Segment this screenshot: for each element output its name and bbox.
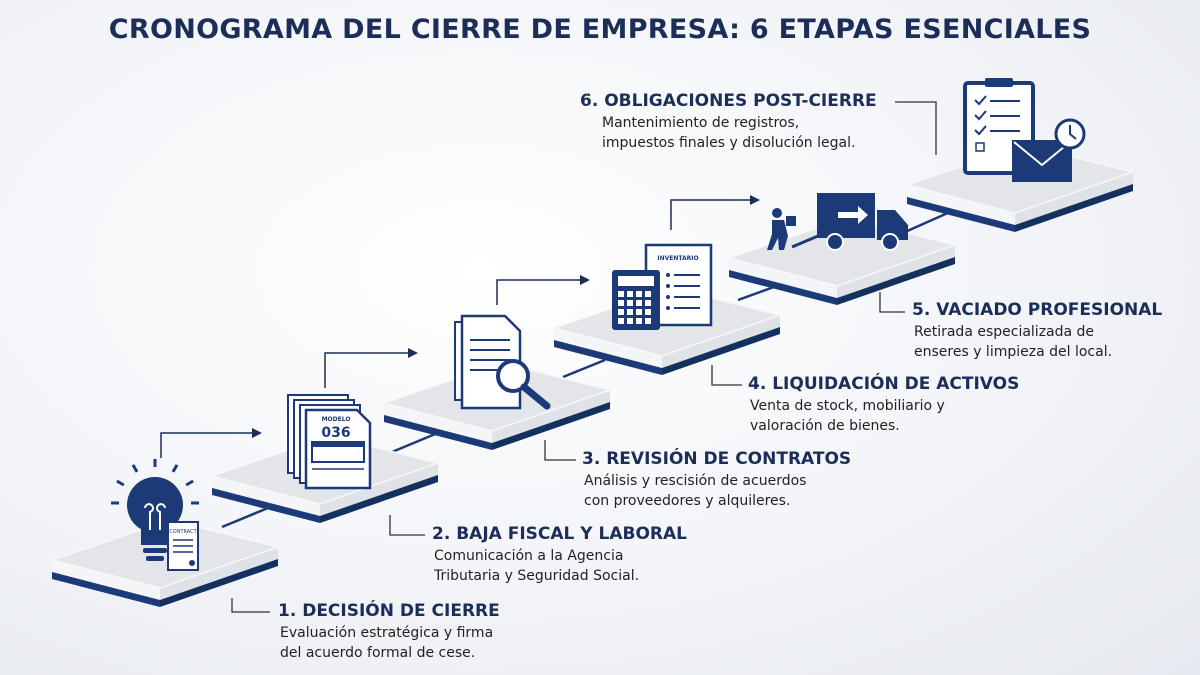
platform-connector-5 [904, 210, 951, 234]
step-4-desc-line2: valoración de bienes. [750, 418, 900, 434]
label-connector-3 [544, 440, 576, 461]
step-4-heading: 4. LIQUIDACIÓN DE ACTIVOS [748, 374, 1020, 394]
step-3-desc-line1: Análisis y rescisión de acuerdos [584, 473, 807, 489]
step-2-label: 2. BAJA FISCAL Y LABORAL Comunicación a … [432, 524, 687, 586]
step-2-desc-line2: Tributaria y Seguridad Social. [434, 568, 640, 584]
moving-truck-icon [767, 193, 908, 251]
step-6-desc-line1: Mantenimiento de registros, [602, 115, 800, 131]
label-connector-4 [711, 365, 742, 386]
step-2-heading: 2. BAJA FISCAL Y LABORAL [432, 524, 687, 544]
arrow-step-1-to-2 [160, 428, 262, 458]
label-connector-2 [389, 515, 425, 536]
step-2-desc-line1: Comunicación a la Agencia [434, 548, 624, 564]
checklist-envelope-clock-icon [963, 78, 1086, 182]
platform-connector-3 [562, 358, 606, 379]
svg-text:CONTRACT: CONTRACT [169, 529, 197, 535]
svg-text:INVENTARIO: INVENTARIO [657, 255, 698, 262]
lightbulb-icon [111, 459, 199, 561]
step-6-heading: 6. OBLIGACIONES POST-CIERRE [580, 91, 877, 111]
contract-icon: CONTRACT [167, 521, 199, 571]
step-6-label: 6. OBLIGACIONES POST-CIERRE Mantenimient… [580, 91, 877, 153]
arrow-step-4-to-5 [670, 195, 760, 230]
step-3-heading: 3. REVISIÓN DE CONTRATOS [582, 449, 852, 469]
step-5-desc-line2: enseres y limpieza del local. [914, 344, 1113, 360]
platform-connector-2 [391, 430, 441, 454]
step-6-desc-line2: impuestos finales y disolución legal. [602, 135, 856, 151]
step-5-label: 5. VACIADO PROFESIONAL Retirada especial… [912, 300, 1162, 362]
step-1-label: 1. DECISIÓN DE CIERRE Evaluación estraté… [278, 601, 500, 663]
label-connector-5 [879, 292, 905, 313]
platform-1 [49, 519, 281, 607]
step-4-desc-line1: Venta de stock, mobiliario y [750, 398, 945, 414]
svg-text:MODELO: MODELO [322, 416, 351, 423]
step-1-desc-line1: Evaluación estratégica y firma [280, 625, 494, 641]
document-magnifier-icon [454, 314, 551, 410]
step-1-heading: 1. DECISIÓN DE CIERRE [278, 601, 500, 621]
tax-form-icon: MODELO 036 [287, 394, 372, 490]
step-4-label: 4. LIQUIDACIÓN DE ACTIVOS Venta de stock… [748, 374, 1019, 436]
step-3-desc-line2: con proveedores y alquileres. [584, 493, 791, 509]
calculator-inventory-icon: INVENTARIO [612, 243, 713, 330]
step-5-desc-line1: Retirada especializada de [914, 324, 1095, 340]
svg-text:036: 036 [321, 425, 350, 441]
step-5-heading: 5. VACIADO PROFESIONAL [912, 300, 1163, 320]
step-3-label: 3. REVISIÓN DE CONTRATOS Análisis y resc… [582, 449, 851, 511]
arrow-step-3-to-4 [496, 275, 590, 305]
label-connector-6 [895, 101, 937, 155]
page-title: CRONOGRAMA DEL CIERRE DE EMPRESA: 6 ETAP… [108, 14, 1092, 45]
platform-connector-1 [221, 506, 269, 529]
label-connector-1 [231, 598, 270, 613]
arrow-step-2-to-3 [324, 348, 418, 388]
step-1-desc-line2: del acuerdo formal de cese. [280, 645, 476, 661]
